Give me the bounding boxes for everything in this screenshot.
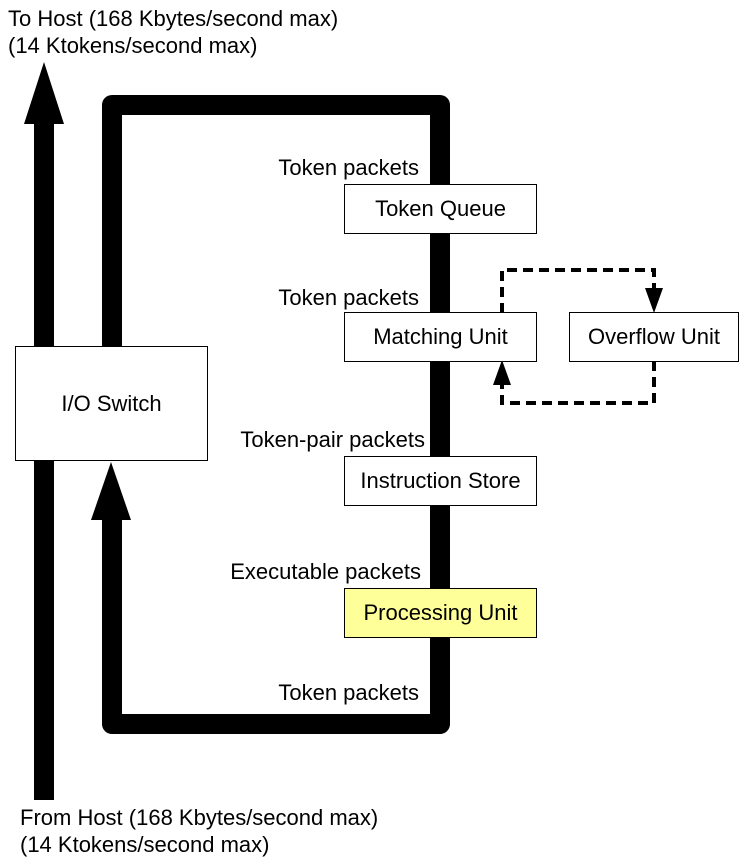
processing-unit-box: Processing Unit (344, 588, 537, 638)
overflow-return-dashed-line (500, 361, 656, 405)
flow-label-out-processing: Token packets (278, 680, 419, 705)
to-host-line (34, 118, 54, 348)
io-switch-label: I/O Switch (61, 390, 162, 416)
instruction-store-box: Instruction Store (344, 456, 537, 506)
overflow-unit-label: Overflow Unit (587, 324, 721, 349)
from-host-label-line1: From Host (168 Kbytes/second max) (20, 805, 379, 830)
ring-loop (102, 95, 450, 734)
token-queue-label: Token Queue (375, 196, 506, 221)
return-arrow-icon (91, 462, 131, 520)
matching-unit-label: Matching Unit (373, 324, 508, 349)
to-host-label-line1: To Host (168 Kbytes/second max) (8, 6, 339, 31)
overflow-out-dashed-line (500, 268, 656, 313)
from-host-line (34, 460, 54, 800)
overflow-down-arrow-icon (645, 288, 663, 313)
processing-unit-label: Processing Unit (363, 600, 518, 625)
from-host-label-line2: (14 Ktokens/second max) (20, 832, 270, 857)
instruction-store-label: Instruction Store (360, 468, 521, 493)
to-host-label-line2: (14 Ktokens/second max) (8, 33, 258, 58)
overflow-unit-box: Overflow Unit (569, 312, 739, 362)
flow-label-into-instruction: Token-pair packets (240, 427, 425, 452)
flow-label-into-processing: Executable packets (230, 559, 421, 584)
flow-label-into-queue: Token packets (278, 155, 419, 180)
overflow-up-arrow-icon (493, 360, 511, 385)
to-host-arrow-icon (24, 62, 64, 124)
token-queue-box: Token Queue (344, 184, 537, 234)
flow-label-into-matching: Token packets (278, 285, 419, 310)
io-switch-box: I/O Switch (15, 346, 208, 461)
matching-unit-box: Matching Unit (344, 312, 537, 362)
